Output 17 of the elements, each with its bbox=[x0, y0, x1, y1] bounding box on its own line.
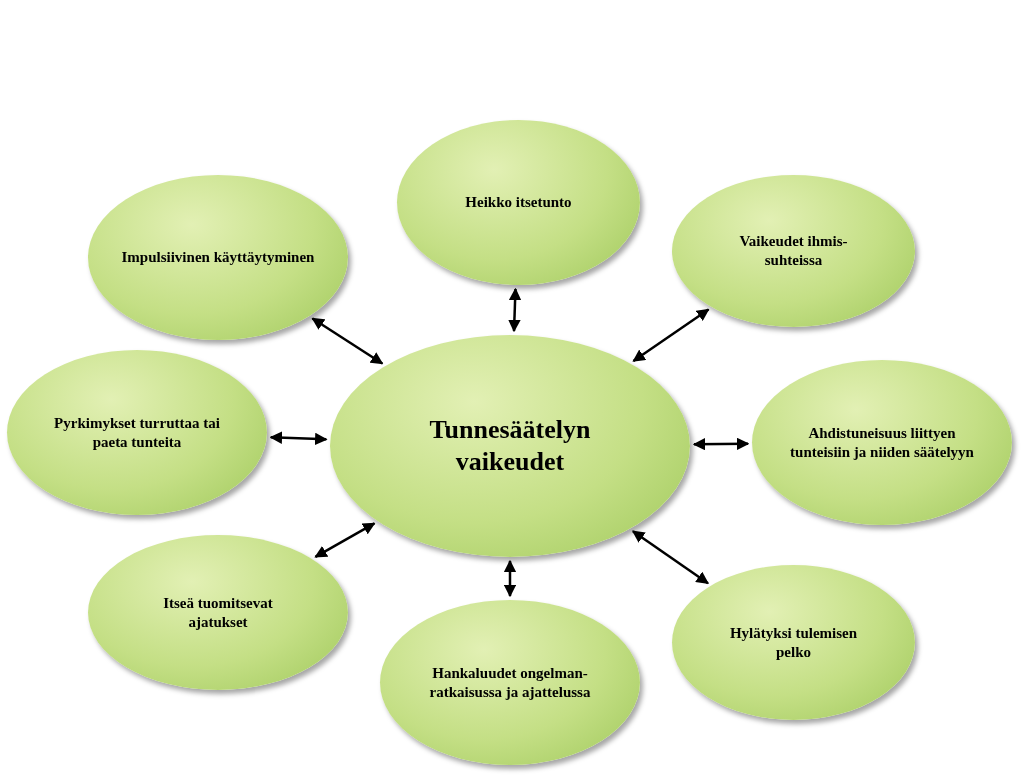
node-text: Itseä tuomitsevat ajatukset bbox=[162, 593, 274, 632]
node-text: Vaikeudet ihmis-suhteissa bbox=[738, 232, 849, 270]
double-arrow bbox=[508, 287, 522, 333]
node-text: Tunnesäätelyn vaikeudet bbox=[428, 413, 592, 478]
double-arrow bbox=[311, 317, 384, 365]
node-text: Hylätyksi tulemisen pelko bbox=[728, 623, 859, 662]
node-text: Heikko itsetunto bbox=[464, 193, 573, 212]
double-arrow bbox=[314, 522, 376, 559]
double-arrow bbox=[269, 431, 328, 446]
node-text: Impulsiivinen käyttäytyminen bbox=[120, 248, 316, 267]
double-arrow bbox=[503, 559, 517, 598]
double-arrow bbox=[632, 308, 710, 363]
double-arrow bbox=[631, 530, 709, 585]
node-text: Pyrkimykset turruttaa tai paeta tunteita bbox=[53, 413, 221, 452]
node-text: Hankaluudet ongelman-ratkaisussa ja ajattelussa bbox=[428, 663, 592, 702]
node-text: Ahdistuneisuus liittyen tunteisiin ja niiden säätelyyn bbox=[789, 423, 975, 462]
double-arrow bbox=[692, 437, 750, 451]
